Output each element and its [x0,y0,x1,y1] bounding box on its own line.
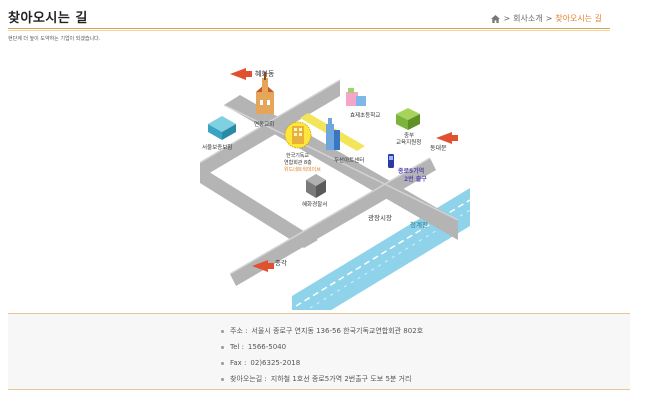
subway-station-icon: 종로5가역 2번 출구 [388,154,427,183]
yeondong-church-icon: 연동교회 [254,72,274,128]
page-title: 찾아오시는 길 [8,11,88,26]
breadcrumb: > 회사소개 > 찾아오시는 길 [491,13,602,24]
label-hyehwa-police: 혜화경찰서 [302,200,327,208]
title-divider [8,28,610,29]
road-highlights [200,79,459,275]
label-gwangjang: 광장시장 [368,213,392,222]
bullet-icon [221,361,224,365]
location-map: 혜화동 연동교회 효제초등학교 중부 교육지원청 서울보증보험 [200,68,470,310]
label-hyoje-school: 효제초등학교 [350,111,380,119]
bullet-icon [221,345,224,349]
jonggak-arrow: 종각 [252,259,287,272]
label-yeondong-church: 연동교회 [254,120,274,128]
address-value: 서울시 종로구 연지동 136-56 한국기독교연합회관 802호 [251,327,424,335]
headquarters-icon: 한국기독교 연합회관 8층 위드네트웍데이브 [284,121,321,173]
intro-text: 현단계 더 높이 도약하는 기업이 되겠습니다. [8,36,101,42]
title-divider-light [8,30,610,31]
label-cheonggyecheon: 청계천 [410,220,428,229]
breadcrumb-item-current: 찾아오시는 길 [555,14,602,23]
label-hq-1: 한국기독교 [286,152,309,159]
label-jongno5: 종로5가역 [398,167,424,175]
bullet-icon [221,377,224,381]
tel-value: 1566-5040 [247,343,287,351]
fax-label: Fax : [230,359,247,367]
tel-label: Tel : [230,343,244,351]
contact-info-box: 주소 : 서울시 종로구 연지동 136-56 한국기독교연합회관 802호 T… [8,313,630,390]
label-doosan: 두산아트센터 [334,156,364,164]
label-jongno5-exit: 2번 출구 [404,175,427,183]
dongdaemun-arrow: 동대문 [430,132,458,152]
breadcrumb-separator: > [545,14,553,23]
label-hq-3: 위드네트웍데이브 [284,166,321,173]
route-value: 지하철 1호선 종로5가역 2번출구 도보 5분 거리 [270,375,412,383]
contact-info-list: 주소 : 서울시 종로구 연지동 136-56 한국기독교연합회관 802호 T… [221,323,423,387]
home-icon[interactable] [491,14,501,23]
label-dongdaemun: 동대문 [430,144,447,152]
hyehwa-arrow: 혜화동 [230,68,275,80]
label-seoul-bogeum: 서울보증보험 [202,143,232,151]
label-jungbu: 중부 [404,132,414,139]
hyoje-school-icon: 효제초등학교 [346,88,380,119]
doosan-center-icon: 두산아트센터 [326,118,364,164]
breadcrumb-separator: > [503,14,511,23]
roads [200,80,458,286]
route-label: 찾아오는길 : [230,375,267,383]
fax-value: 02)6325-2018 [250,359,301,367]
seoul-bogeum-icon: 서울보증보험 [202,116,236,151]
info-route: 찾아오는길 : 지하철 1호선 종로5가역 2번출구 도보 5분 거리 [221,371,423,387]
breadcrumb-item-company[interactable]: 회사소개 [513,14,543,23]
bullet-icon [221,329,224,333]
info-tel: Tel : 1566-5040 [221,339,423,355]
info-fax: Fax : 02)6325-2018 [221,355,423,371]
label-jungbu-2: 교육지원청 [396,138,421,146]
label-jonggak: 종각 [275,259,287,267]
jungbu-office-icon: 중부 교육지원청 [396,108,421,146]
label-hq-2: 연합회관 8층 [284,159,312,166]
police-station-icon: 혜화경찰서 [302,174,327,208]
info-address: 주소 : 서울시 종로구 연지동 136-56 한국기독교연합회관 802호 [221,323,423,339]
address-label: 주소 : [230,327,248,335]
